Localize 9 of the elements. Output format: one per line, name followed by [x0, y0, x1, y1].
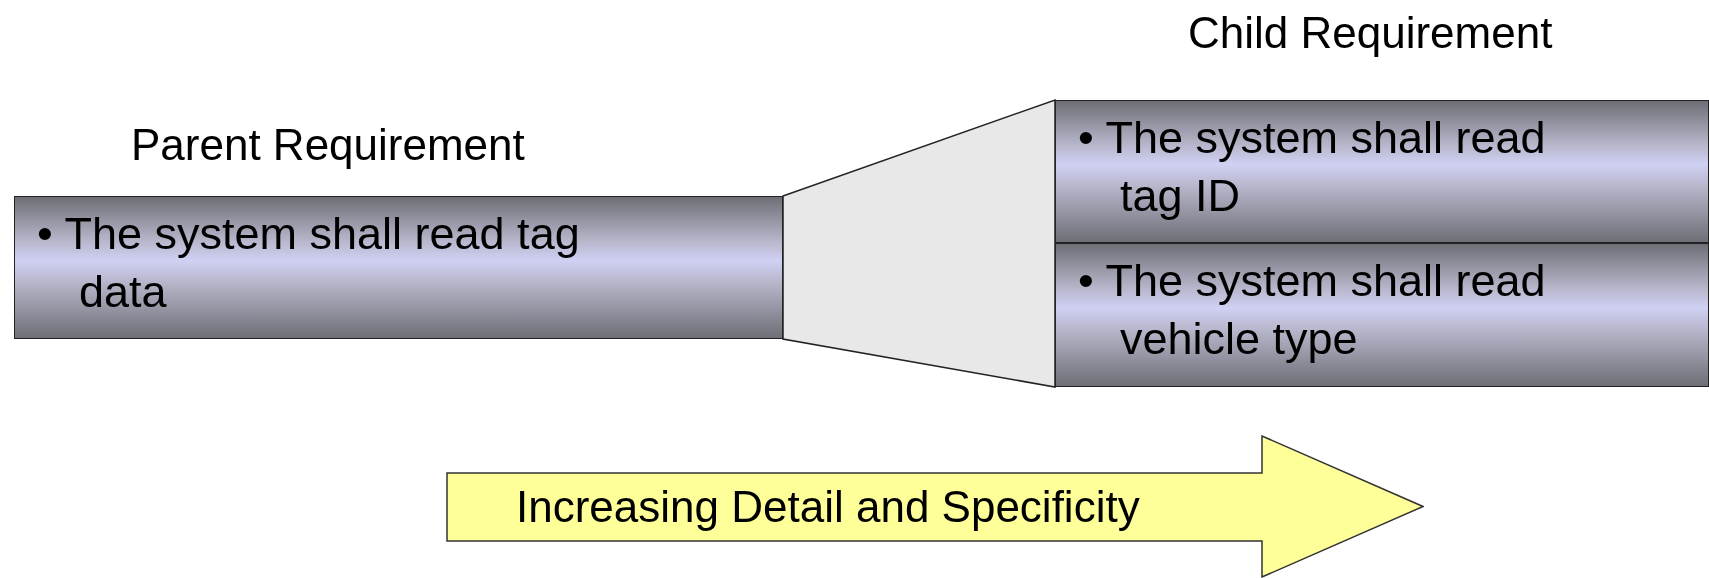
- funnel-connector: [782, 98, 1056, 388]
- bullet-text: • The system shall read tag ID: [1077, 111, 1547, 223]
- bullet-text: • The system shall read vehicle type: [1077, 254, 1547, 366]
- heading: Child Requirement: [1188, 8, 1553, 58]
- arrow-label: Increasing Detail and Specificity: [516, 482, 1140, 532]
- heading: Parent Requirement: [131, 120, 525, 170]
- requirement-box: [1055, 100, 1709, 243]
- bullet-text: • The system shall read tag data: [36, 207, 581, 319]
- requirement-box: [1055, 243, 1709, 387]
